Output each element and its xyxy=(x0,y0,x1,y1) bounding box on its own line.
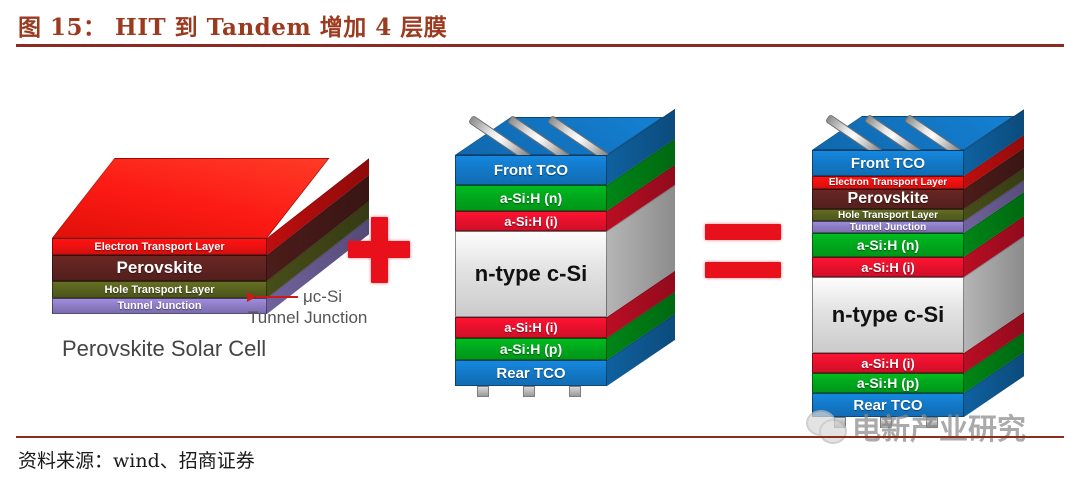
cell-layer-label: a-Si:H (p) xyxy=(499,341,563,357)
cell-layer-label: a-Si:H (p) xyxy=(856,375,920,391)
contact-pin xyxy=(477,386,489,397)
cell-layer: a-Si:H (i) xyxy=(455,317,607,338)
cell-layer: n-type c-Si xyxy=(455,231,607,317)
cell-layer-label: Hole Transport Layer xyxy=(837,209,939,221)
cell-layer: n-type c-Si xyxy=(812,277,964,353)
cell-layer: a-Si:H (i) xyxy=(455,211,607,231)
cell-layer-label: Rear TCO xyxy=(496,364,566,382)
cell-layer-label: a-Si:H (i) xyxy=(504,213,558,229)
cell-layer: a-Si:H (p) xyxy=(812,373,964,393)
cell-layer: Front TCO xyxy=(455,155,607,185)
tunnel-junction-annotation-line1: μc-Si xyxy=(303,287,343,306)
perovskite-cell-layer: Hole Transport Layer xyxy=(52,281,267,298)
cell-layer-label: n-type c-Si xyxy=(474,261,588,286)
contact-pin xyxy=(523,386,535,397)
cell-layer-label: Front TCO xyxy=(493,161,569,179)
perovskite-cell-layer: Electron Transport Layer xyxy=(52,238,267,255)
contact-pin xyxy=(569,386,581,397)
cell-layer-label: a-Si:H (n) xyxy=(499,190,563,206)
source-note: 资料来源：wind、招商证券 xyxy=(18,450,255,472)
plus-operator xyxy=(348,215,410,285)
hit-solar-cell: Front TCO a-Si:H (n) a-Si:H (i) n-type c-Si… xyxy=(455,80,675,420)
footer-rule xyxy=(16,436,1064,438)
cell-layer-label: Perovskite xyxy=(847,190,929,207)
page-title: 图 15： HIT 到 Tandem 增加 4 层膜 xyxy=(18,14,448,41)
cell-layer: a-Si:H (n) xyxy=(812,233,964,257)
equals-top-bar xyxy=(705,224,781,240)
perovskite-cell-layer: Tunnel Junction xyxy=(52,298,267,314)
equals-bottom-bar xyxy=(705,262,781,278)
watermark-text: 电新产业研究 xyxy=(852,412,1027,446)
cell-layer: Rear TCO xyxy=(812,393,964,417)
cell-layer: a-Si:H (i) xyxy=(812,353,964,373)
cell-layer-label: Rear TCO xyxy=(853,396,923,414)
perovskite-layer-label: Hole Transport Layer xyxy=(104,283,215,296)
cell-layer: Rear TCO xyxy=(455,360,607,386)
cell-layer: Perovskite xyxy=(812,189,964,209)
perovskite-cell-layer: Perovskite xyxy=(52,255,267,281)
contact-pin xyxy=(880,417,892,428)
cell-layer: a-Si:H (i) xyxy=(812,257,964,277)
perovskite-layer-label: Electron Transport Layer xyxy=(94,240,225,253)
wechat-icon xyxy=(806,410,847,444)
contact-pin xyxy=(926,417,938,428)
cell-layer-label: a-Si:H (i) xyxy=(504,320,558,335)
tunnel-junction-arrow-line xyxy=(256,296,298,298)
cell-layer-label: a-Si:H (n) xyxy=(856,237,920,253)
cell-layer: Tunnel Junction xyxy=(812,221,964,233)
cell-layer-label: Front TCO xyxy=(850,154,926,172)
cell-layer-label: n-type c-Si xyxy=(831,302,945,327)
cell-layer: a-Si:H (p) xyxy=(455,338,607,360)
cell-layer-label: a-Si:H (i) xyxy=(861,355,915,371)
cell-layer-label: Electron Transport Layer xyxy=(828,177,948,188)
cell-layer: a-Si:H (n) xyxy=(455,185,607,211)
cell-layer: Hole Transport Layer xyxy=(812,209,964,221)
perovskite-cell-caption: Perovskite Solar Cell xyxy=(62,336,267,361)
tunnel-junction-arrow-head xyxy=(247,292,256,302)
equals-operator xyxy=(705,224,781,282)
perovskite-layer-label: Perovskite xyxy=(116,258,203,277)
cell-layer-label: Tunnel Junction xyxy=(849,221,927,233)
perovskite-layer-label: Tunnel Junction xyxy=(117,300,202,312)
cell-layer-label: a-Si:H (i) xyxy=(861,259,915,275)
header-rule xyxy=(16,44,1064,47)
watermark: 电新产业研究 xyxy=(806,406,1026,448)
cell-layer: Front TCO xyxy=(812,150,964,176)
cell-layer: Electron Transport Layer xyxy=(812,176,964,189)
tunnel-junction-annotation-line2: Tunnel Junction xyxy=(248,308,368,327)
plus-vertical-bar xyxy=(371,217,388,283)
